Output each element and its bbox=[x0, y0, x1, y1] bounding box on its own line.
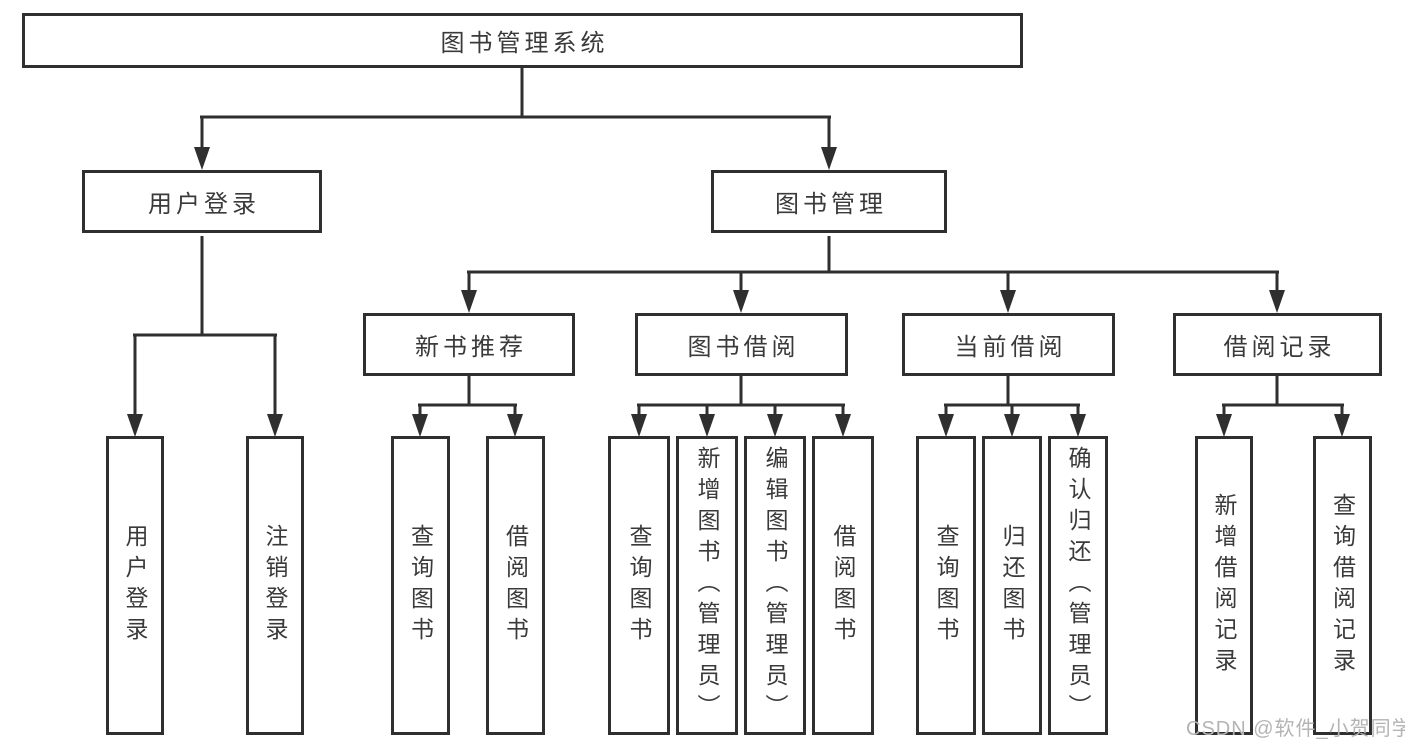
leaf-confirm-return-admin-label: 确认归还（管理员） bbox=[1065, 446, 1091, 725]
leaf-logout: 注销登录 bbox=[246, 436, 304, 735]
node-user-login: 用户登录 bbox=[82, 170, 322, 233]
node-new-book-recommend: 新书推荐 bbox=[363, 313, 575, 376]
leaf-query-books-borrow-label: 查询图书 bbox=[626, 523, 652, 648]
leaf-query-borrow-record: 查询借阅记录 bbox=[1313, 436, 1372, 735]
leaf-query-books-current-label: 查询图书 bbox=[933, 523, 959, 648]
node-user-login-label: 用户登录 bbox=[148, 191, 260, 218]
leaf-user-login-label: 用户登录 bbox=[122, 523, 148, 648]
node-book-management: 图书管理 bbox=[711, 170, 947, 233]
node-current-borrow-label: 当前借阅 bbox=[954, 334, 1067, 361]
leaf-return-books: 归还图书 bbox=[982, 436, 1042, 735]
node-root: 图书管理系统 bbox=[22, 13, 1023, 68]
leaf-borrow-books-newbooks: 借阅图书 bbox=[486, 436, 545, 735]
leaf-add-book-admin: 新增图书（管理员） bbox=[676, 436, 738, 735]
leaf-logout-label: 注销登录 bbox=[262, 523, 288, 648]
node-book-borrow: 图书借阅 bbox=[635, 313, 848, 376]
leaf-query-books-newbooks-label: 查询图书 bbox=[407, 523, 434, 648]
leaf-query-borrow-record-label: 查询借阅记录 bbox=[1329, 492, 1356, 679]
leaf-return-books-label: 归还图书 bbox=[999, 523, 1025, 648]
leaf-query-books-current: 查询图书 bbox=[916, 436, 976, 735]
csdn-watermark: CSDN @软件_小贺同学 bbox=[1186, 718, 1405, 740]
leaf-edit-book-admin-label: 编辑图书（管理员） bbox=[762, 446, 788, 725]
node-new-book-recommend-label: 新书推荐 bbox=[415, 334, 527, 361]
leaf-query-books-borrow: 查询图书 bbox=[608, 436, 670, 735]
node-book-borrow-label: 图书借阅 bbox=[687, 334, 800, 361]
node-borrow-records: 借阅记录 bbox=[1173, 313, 1382, 376]
leaf-add-book-admin-label: 新增图书（管理员） bbox=[694, 446, 720, 725]
leaf-confirm-return-admin: 确认归还（管理员） bbox=[1048, 436, 1108, 735]
node-root-label: 图书管理系统 bbox=[440, 30, 609, 57]
leaf-add-borrow-record-label: 新增借阅记录 bbox=[1211, 492, 1237, 679]
leaf-borrow-books-borrow: 借阅图书 bbox=[812, 436, 874, 735]
leaf-user-login: 用户登录 bbox=[106, 436, 164, 735]
leaf-borrow-books-borrow-label: 借阅图书 bbox=[830, 523, 856, 648]
node-book-management-label: 图书管理 bbox=[775, 191, 887, 218]
node-current-borrow: 当前借阅 bbox=[902, 313, 1115, 376]
leaf-edit-book-admin: 编辑图书（管理员） bbox=[744, 436, 806, 735]
leaf-query-books-newbooks: 查询图书 bbox=[391, 436, 450, 735]
leaf-borrow-books-newbooks-label: 借阅图书 bbox=[502, 523, 529, 648]
leaf-add-borrow-record: 新增借阅记录 bbox=[1195, 436, 1253, 735]
node-borrow-records-label: 借阅记录 bbox=[1223, 334, 1336, 361]
